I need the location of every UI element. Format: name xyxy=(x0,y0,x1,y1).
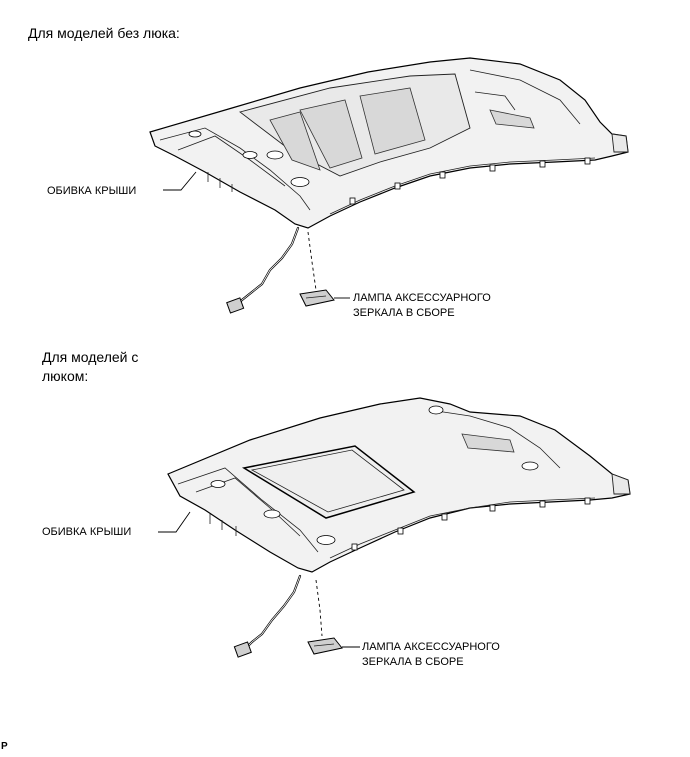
headliner-without-sunroof xyxy=(149,57,629,314)
mirror-lamp-label-line2-without-sunroof: ЗЕРКАЛА В СБОРЕ xyxy=(353,307,455,319)
headliner-label-without-sunroof: ОБИВКА КРЫШИ xyxy=(47,185,137,197)
headliner-with-sunroof xyxy=(158,397,631,658)
section-heading-with-sunroof: Для моделей с люком: xyxy=(42,349,139,384)
section-heading-without-sunroof: Для моделей без люка: xyxy=(28,25,180,41)
mirror-lamp-label-line1-with-sunroof: ЛАМПА АКСЕССУАРНОГО xyxy=(362,641,500,653)
mirror-lamp-label-line2-with-sunroof: ЗЕРКАЛА В СБОРЕ xyxy=(362,656,464,668)
footer-mark: P xyxy=(1,741,8,752)
mirror-lamp-label-line1-without-sunroof: ЛАМПА АКСЕССУАРНОГО xyxy=(353,292,491,304)
headliner-label-with-sunroof: ОБИВКА КРЫШИ xyxy=(42,526,132,538)
